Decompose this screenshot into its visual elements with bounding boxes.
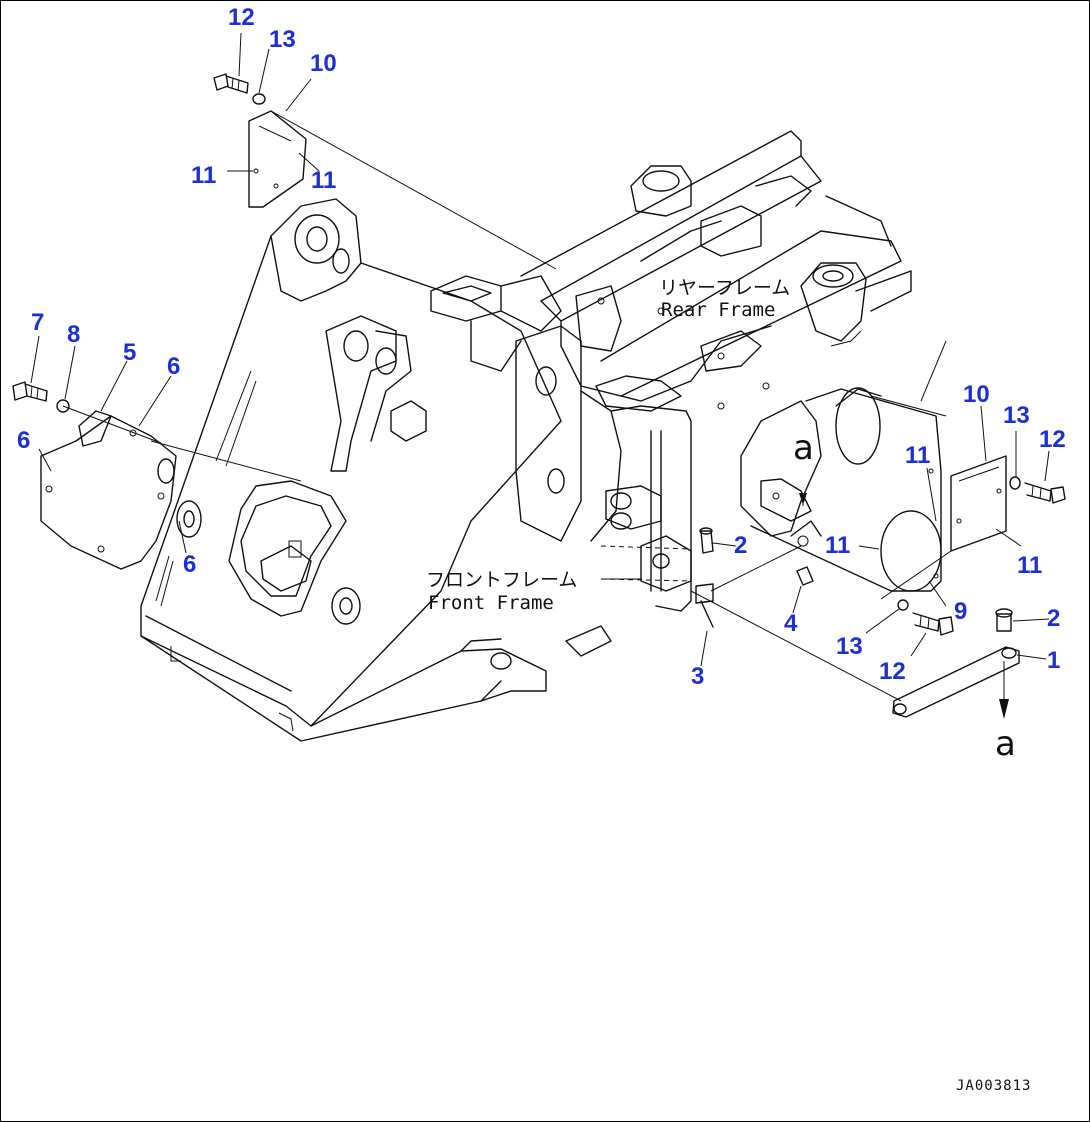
callout-1: 1 xyxy=(1047,647,1061,674)
callout-12-top: 12 xyxy=(228,4,255,31)
callout-13-right: 13 xyxy=(1003,402,1030,429)
callout-13-top: 13 xyxy=(269,26,296,53)
callout-10-right: 10 xyxy=(963,381,990,408)
callout-12-lower: 12 xyxy=(879,658,906,685)
lock-bar xyxy=(892,646,1020,718)
callout-11-top-right: 11 xyxy=(311,167,337,194)
rear-frame-label-jp: リヤーフレーム xyxy=(659,277,791,299)
left-washer xyxy=(56,399,70,413)
callout-6-upper: 6 xyxy=(167,353,181,380)
front-steering-link xyxy=(310,625,612,727)
left-bolt xyxy=(12,381,48,402)
callout-5: 5 xyxy=(123,339,137,366)
left-side-cover xyxy=(40,410,177,570)
lock-pin-3 xyxy=(695,583,714,628)
front-frame-label-jp: フロントフレーム xyxy=(426,569,578,591)
callout-2-left: 2 xyxy=(734,532,748,559)
lower-washer xyxy=(897,599,909,611)
leader-lines xyxy=(30,32,1050,667)
top-bolt xyxy=(213,73,249,94)
right-cover-plate xyxy=(950,455,1007,552)
callout-9: 9 xyxy=(954,598,968,625)
lock-pin-right xyxy=(995,608,1013,632)
callout-11-top-left: 11 xyxy=(191,162,217,189)
drawing-id: JA003813 xyxy=(956,1078,1032,1094)
front-frame-opening xyxy=(228,480,347,617)
front-frame-body xyxy=(140,198,562,742)
callout-6-left: 6 xyxy=(17,427,31,454)
callout-4: 4 xyxy=(784,610,798,637)
callout-11-door-left: 11 xyxy=(825,532,851,559)
callout-6-lower: 6 xyxy=(183,551,197,578)
right-bolt xyxy=(1024,482,1066,504)
callout-10-top: 10 xyxy=(310,50,337,77)
view-reference-a-upper: a xyxy=(793,428,814,468)
callout-8: 8 xyxy=(67,321,81,348)
callout-11-right-lower: 11 xyxy=(1017,552,1043,579)
callout-2-right: 2 xyxy=(1047,605,1061,632)
callout-13-lower: 13 xyxy=(836,633,863,660)
rear-frame-label-en: Rear Frame xyxy=(661,299,776,321)
callout-12-right: 12 xyxy=(1039,426,1066,453)
small-pin-4 xyxy=(796,566,814,586)
callout-11-door-top: 11 xyxy=(905,442,931,469)
callout-3: 3 xyxy=(691,663,705,690)
lower-bolt xyxy=(912,612,954,636)
view-reference-a-lower: a xyxy=(995,724,1016,764)
rear-frame-body xyxy=(515,130,912,612)
callout-7: 7 xyxy=(31,309,45,336)
lock-pin-left xyxy=(699,527,714,554)
right-access-door xyxy=(740,388,942,592)
right-washer xyxy=(1009,476,1021,490)
assembly-lines xyxy=(62,110,1009,719)
front-frame-label-en: Front Frame xyxy=(428,592,554,614)
top-washer xyxy=(252,93,266,105)
